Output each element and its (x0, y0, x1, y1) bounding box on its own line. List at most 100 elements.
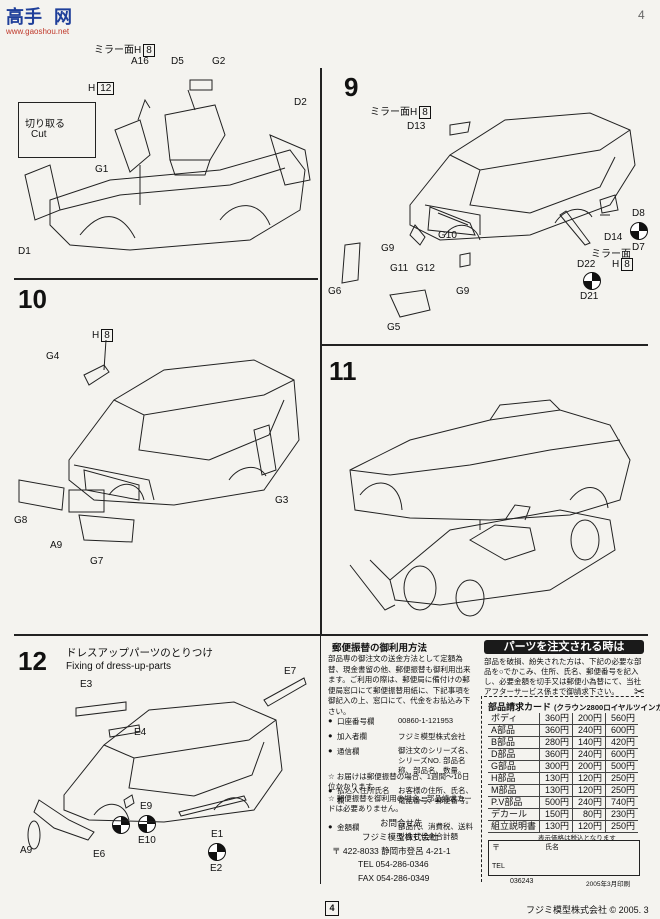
part-g9-lower: G9 (456, 286, 470, 297)
watermark-url: www.gaoshou.net (6, 27, 70, 36)
part-g2: G2 (212, 56, 226, 67)
postal-row-amount-key: 金額欄 (337, 823, 360, 832)
watermark-logo: 高手 网 www.gaoshou.net (4, 3, 80, 37)
postal-tel: TEL 054-286-0346 (358, 859, 429, 869)
order-body: 部品を破損、紛失された方は、下記の必要な部品を○でかこみ、住所、氏名、郵便番号を… (484, 657, 642, 696)
postal-row-payer-key: 払込人住所氏名欄 (337, 786, 390, 805)
postal-row-message-val: 御注文のシリーズ名、シリーズNO. 部品名称、部品名、数量。 (398, 746, 473, 775)
part-g9-upper: G9 (381, 243, 395, 254)
postal-address: 〒 422-8033 静岡市登呂 4-21-1 (332, 846, 451, 856)
part-a9-step12: A9 (20, 845, 33, 856)
part-g6: G6 (328, 286, 342, 297)
footer-copyright: フジミ模型株式会社 © 2005. 3 (526, 905, 649, 915)
step-12-title-jp: ドレスアップパーツのとりつけ (66, 647, 213, 659)
order-card-title: 部品請求カード(クラウン2800ロイヤルツインカム) (488, 702, 660, 712)
paint-swatch-e2 (208, 843, 226, 861)
postal-company: フジミ模型株式会社 (362, 832, 439, 842)
part-e9: E9 (140, 801, 153, 812)
part-e3: E3 (80, 679, 93, 690)
divider-step11 (322, 344, 648, 346)
part-a16: A16 (131, 56, 149, 67)
part-g7: G7 (90, 556, 104, 567)
postal-note-1: ☆ お届けは郵便振替の場合、1週間〜10日位かかります。 (328, 772, 470, 791)
order-code: 036243 (510, 878, 534, 885)
divider-vertical-lower (320, 636, 321, 884)
postal-row-account-key: 口座番号欄 (337, 717, 375, 726)
part-e7: E7 (284, 666, 297, 677)
part-d21: D21 (580, 291, 599, 302)
postal-row-message-key: 通信欄 (337, 747, 360, 756)
divider-step12 (14, 634, 648, 636)
part-e1: E1 (211, 829, 224, 840)
order-postal-mark: 〒 (492, 843, 500, 852)
part-d13: D13 (407, 121, 426, 132)
step-12-title-en: Fixing of dress-up-parts (66, 661, 172, 672)
part-g5: G5 (387, 322, 401, 333)
order-tel-label: TEL (492, 863, 505, 870)
part-d8: D8 (632, 208, 645, 219)
mirror2-label-step9: ミラー面 (591, 249, 631, 260)
postal-row-subscriber-key: 加入者欄 (337, 732, 367, 741)
scissors-icon: ✂ (634, 684, 645, 699)
part-d5: D5 (171, 56, 184, 67)
postal-row-payer-val: お客様の住所、氏名、電話番号、郵便番号。 (398, 786, 473, 805)
page-number: 4 (325, 901, 339, 916)
step-12-number: 12 (18, 646, 47, 676)
divider-top-left (14, 278, 318, 280)
postal-fax: FAX 054-286-0349 (358, 873, 430, 883)
postal-note-2: ☆ 郵便振替を御利用の場合、部品請求カードは必要ありません。 (328, 794, 472, 813)
watermark-logo-text: 高手 (6, 7, 42, 28)
postal-title: 郵便振替の御利用方法 (332, 643, 428, 654)
part-g3: G3 (275, 495, 289, 506)
part-d2: D2 (294, 97, 307, 108)
divider-vertical-upper (320, 68, 322, 634)
postal-row-account-val: 00860-1-121953 (398, 716, 454, 725)
part-d7: D7 (632, 242, 645, 253)
postal-row-amount-val: 部品代、消費税、送料を含む代金合計額 (398, 822, 473, 841)
part-g1: G1 (95, 164, 109, 175)
part-e2: E2 (210, 863, 223, 874)
order-price-note: 表示価格は税込となります (538, 835, 616, 842)
part-a9-step10: A9 (50, 540, 63, 551)
cut-line-top (484, 696, 644, 697)
part-e10: E10 (138, 835, 156, 846)
part-g12: G12 (416, 263, 435, 274)
part-d22: D22 (577, 259, 596, 270)
part-g10: G10 (438, 230, 457, 241)
paint-swatch-e10 (138, 815, 156, 833)
postal-contact-title: お問合せ先 (380, 818, 423, 828)
step-9-number: 9 (344, 72, 359, 102)
page-corner-number: 4 (638, 8, 645, 22)
step9-car-illustration (341, 112, 636, 318)
interior-tub-illustration (24, 79, 311, 251)
step10-car-illustration (18, 339, 300, 543)
order-print-date: 2005年3月印刷 (586, 881, 631, 888)
part-g4: G4 (46, 351, 60, 362)
postal-panel: 郵便振替の御利用方法 部品専の御注文の送金方法として定額為替、現金書留の他、郵便… (326, 640, 476, 882)
order-header: パーツを注文される時は (484, 640, 644, 654)
step11-assembly-illustration (349, 399, 631, 617)
part-d1: D1 (18, 246, 31, 257)
order-name-label: 氏名 (545, 844, 559, 851)
cut-line-vertical (481, 696, 482, 882)
part-e6: E6 (93, 849, 106, 860)
paint-swatch-d7 (630, 222, 648, 240)
part-d14: D14 (604, 232, 623, 243)
order-address-box: 〒 氏名 TEL (488, 840, 640, 876)
cut-label-en: Cut (31, 129, 47, 140)
